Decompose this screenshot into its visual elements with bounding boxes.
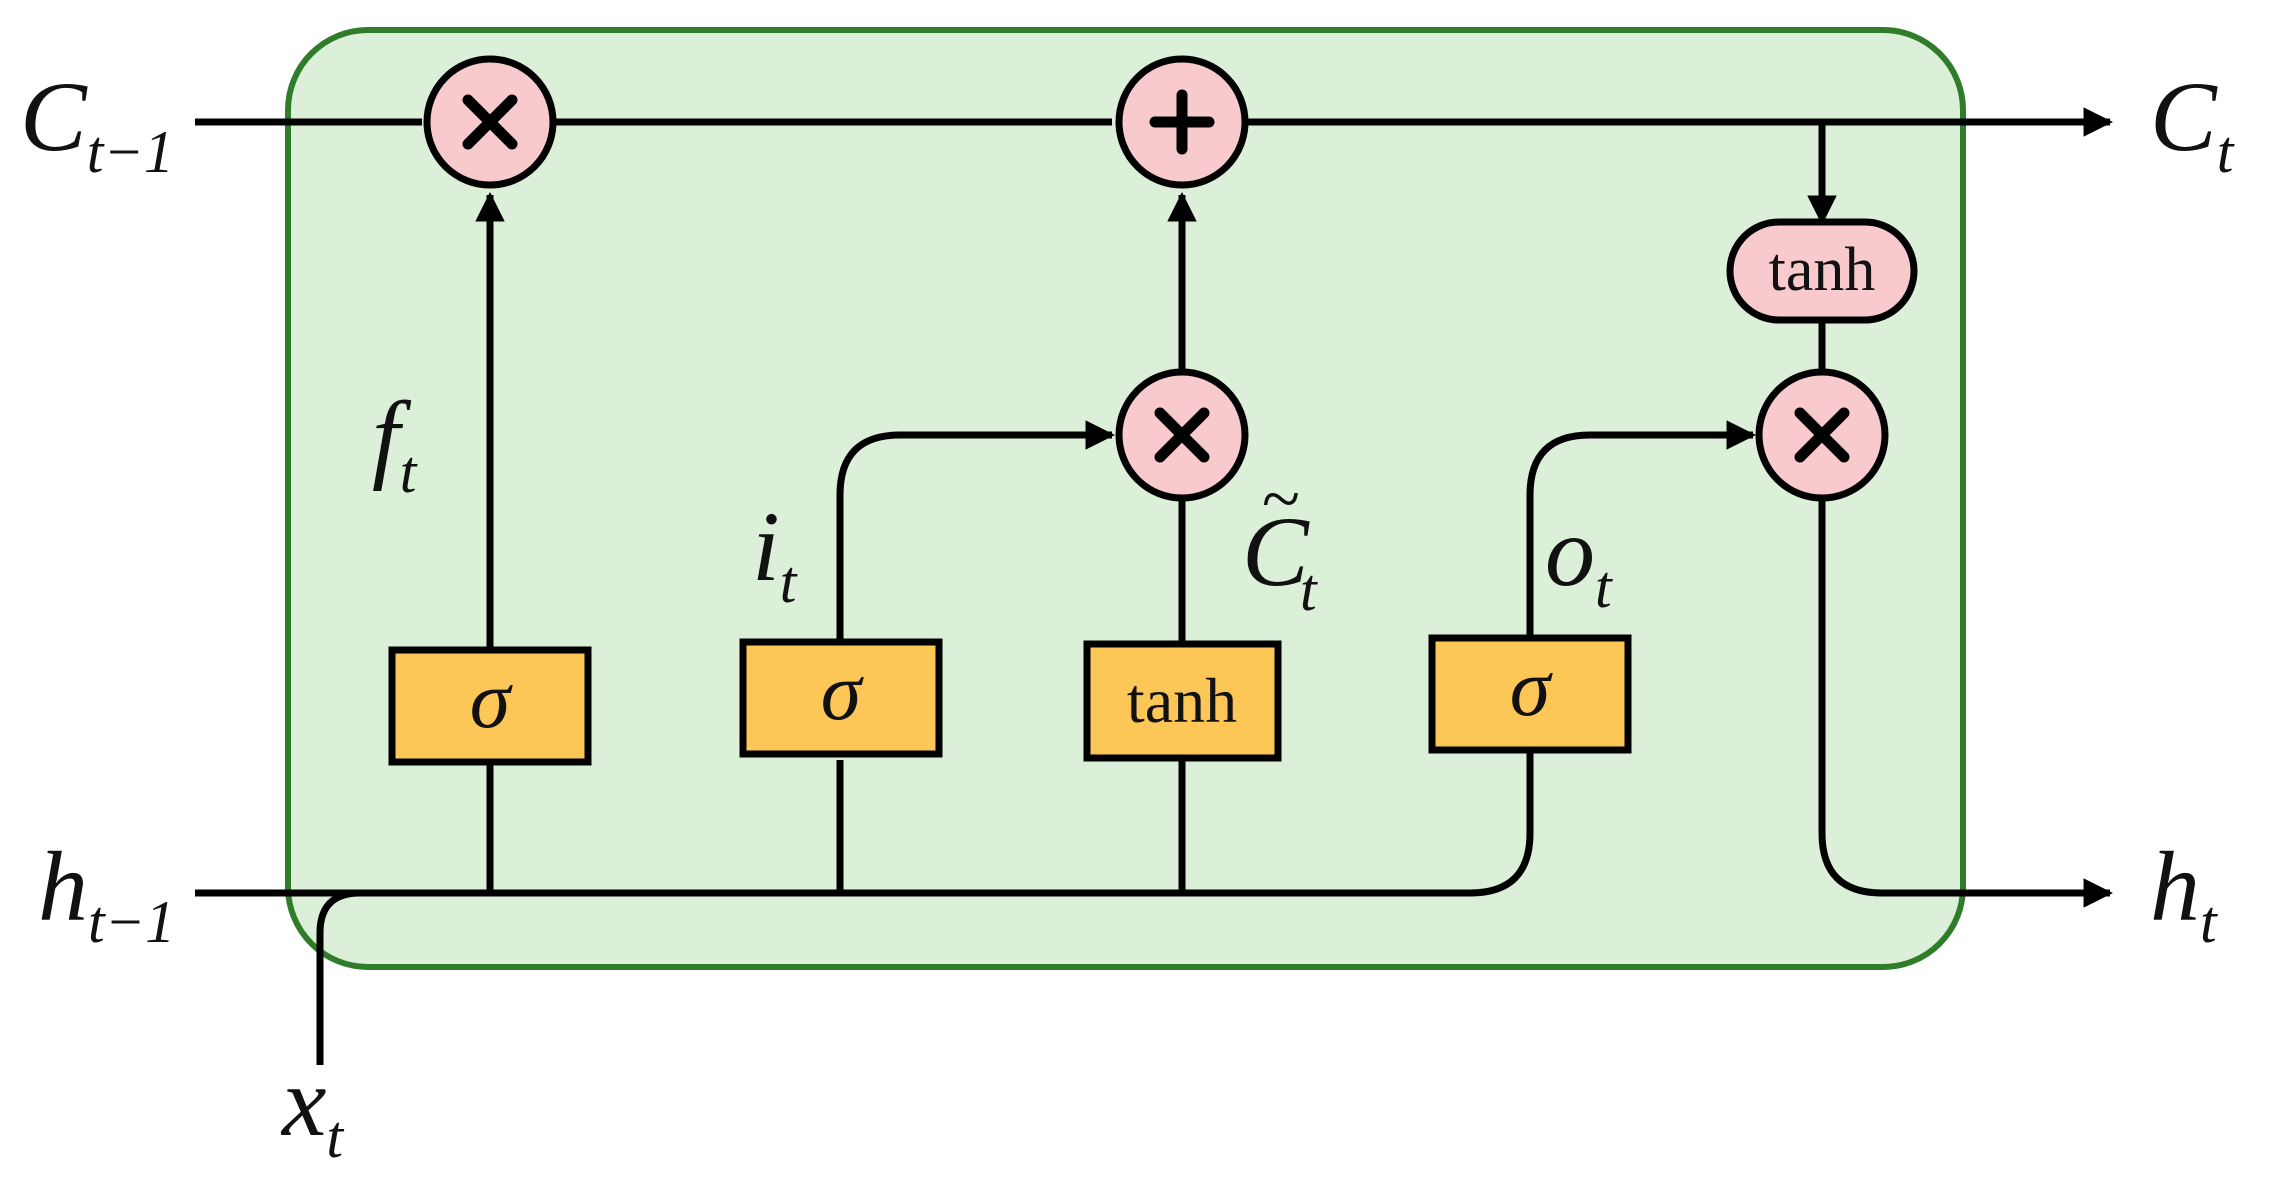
c-tilde-label: C ~ t <box>1242 461 1318 623</box>
input-gate: σ <box>739 638 943 758</box>
svg-text:t: t <box>1300 557 1318 623</box>
i-gate-label: it <box>752 491 798 615</box>
cell-tanh-op: tanh <box>1726 218 1918 324</box>
input-gate-out-arrow <box>836 420 1115 640</box>
h-prev-label: ht−1 <box>38 831 175 955</box>
forget-gate: σ <box>388 646 592 766</box>
candidate-gate-label: tanh <box>1127 665 1237 736</box>
multiply-icon <box>1154 407 1210 463</box>
input-x-line <box>316 889 361 1065</box>
c-prev-label: Ct−1 <box>20 61 174 185</box>
output-multiply-op <box>1755 368 1889 502</box>
multiply-icon <box>462 94 518 150</box>
c-next-label: Ct <box>2150 61 2235 185</box>
forget-multiply-op <box>423 55 557 189</box>
f-gate-label: ft <box>372 381 418 505</box>
forget-gate-label: σ <box>470 654 514 745</box>
output-gate: σ <box>1428 634 1632 754</box>
multiply-icon <box>1794 407 1850 463</box>
cell-add-op <box>1115 55 1249 189</box>
lstm-cell-body <box>285 27 1966 970</box>
cell-tanh-label: tanh <box>1769 236 1876 304</box>
input-gate-label: σ <box>821 646 865 737</box>
output-gate-label: σ <box>1510 642 1554 733</box>
plus-icon <box>1149 89 1215 155</box>
x-input-label: xt <box>280 1046 344 1170</box>
svg-text:C: C <box>1242 496 1310 607</box>
h-next-label: ht <box>2150 831 2218 955</box>
input-multiply-op <box>1115 368 1249 502</box>
candidate-gate: tanh <box>1083 640 1282 762</box>
hidden-out-arrow <box>1818 496 2113 908</box>
svg-text:~: ~ <box>1262 461 1300 538</box>
o-gate-label: ot <box>1545 496 1613 620</box>
output-gate-out-arrow <box>1526 420 1756 636</box>
hidden-state-line <box>195 496 1534 897</box>
